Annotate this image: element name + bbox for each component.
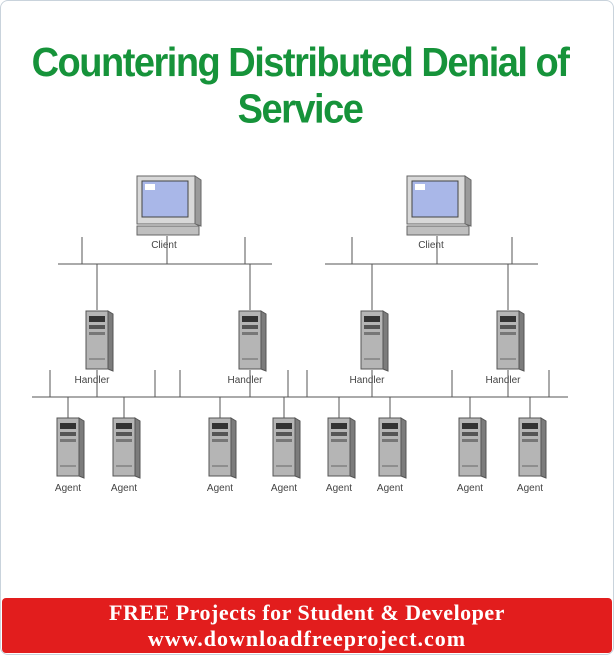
- client-computer-icon: [406, 175, 472, 236]
- client-computer-icon: [136, 175, 202, 236]
- handler-label: Handler: [74, 375, 110, 386]
- diagram-title: Countering Distributed Denial of Service: [31, 40, 570, 133]
- server-icon: [208, 417, 237, 479]
- server-icon: [56, 417, 85, 479]
- server-icon: [327, 417, 356, 479]
- server-icon: [458, 417, 487, 479]
- server-icon: [238, 310, 267, 372]
- agent-label: Agent: [457, 483, 483, 494]
- handler-label: Handler: [485, 375, 521, 386]
- server-icon: [496, 310, 525, 372]
- handler-label: Handler: [349, 375, 385, 386]
- server-icon: [112, 417, 141, 479]
- client-label: Client: [418, 240, 444, 251]
- promo-banner: FREE Projects for Student & Developer ww…: [2, 598, 612, 653]
- banner-line-1: FREE Projects for Student & Developer: [109, 600, 505, 625]
- server-icon: [518, 417, 547, 479]
- server-icon: [378, 417, 407, 479]
- client-label: Client: [151, 240, 177, 251]
- agent-label: Agent: [207, 483, 233, 494]
- agent-label: Agent: [111, 483, 137, 494]
- agent-label: Agent: [377, 483, 403, 494]
- handler-label: Handler: [227, 375, 263, 386]
- agent-label: Agent: [271, 483, 297, 494]
- agent-label: Agent: [326, 483, 352, 494]
- agent-label: Agent: [55, 483, 81, 494]
- agent-label: Agent: [517, 483, 543, 494]
- server-icon: [360, 310, 389, 372]
- banner-line-2[interactable]: www.downloadfreeproject.com: [147, 626, 467, 651]
- server-icon: [272, 417, 301, 479]
- server-icon: [85, 310, 114, 372]
